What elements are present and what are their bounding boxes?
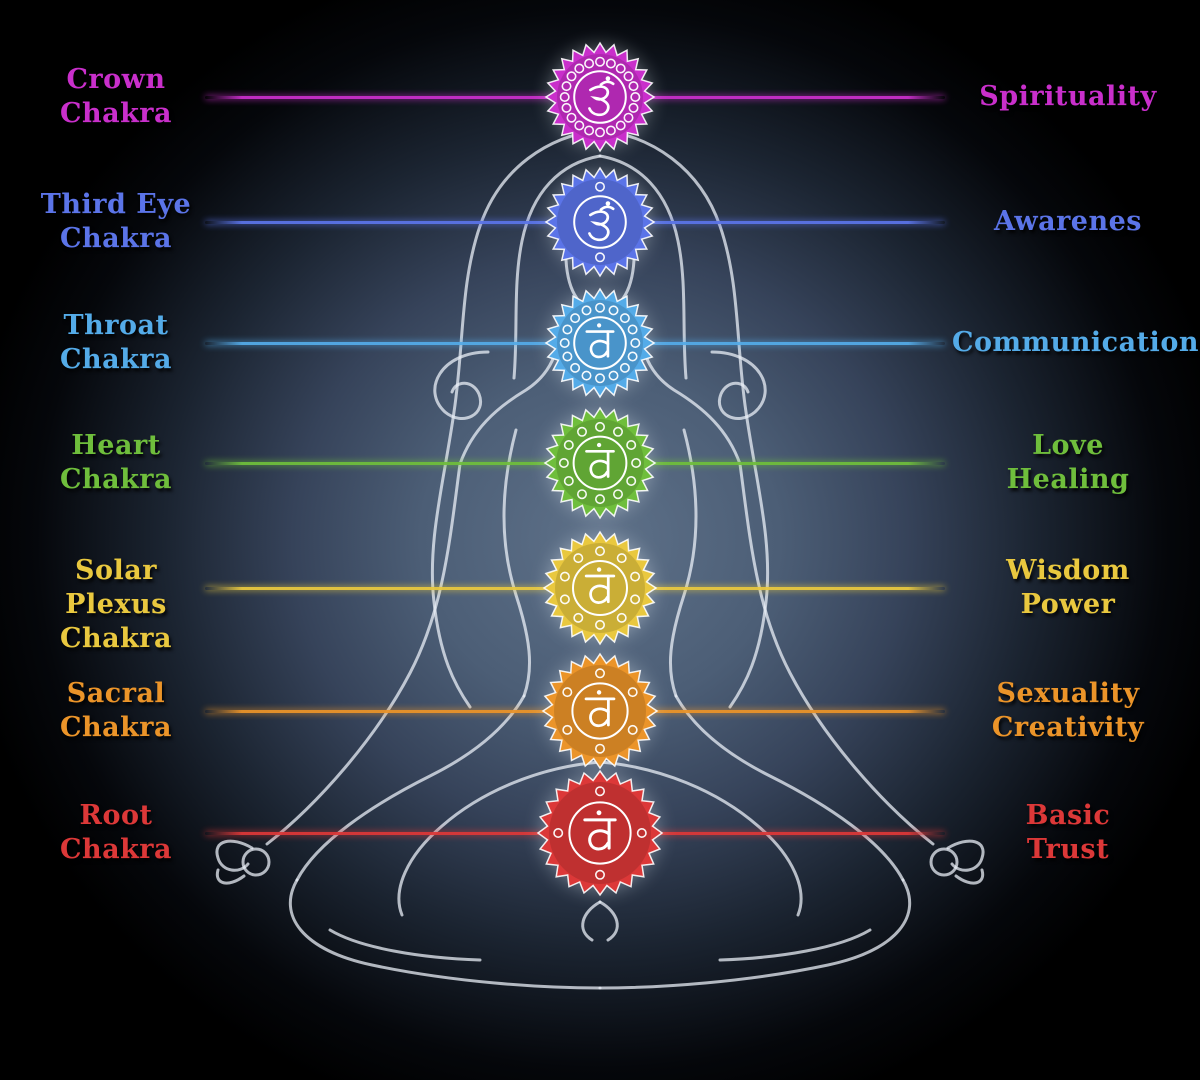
chakra-right-label: Spirituality	[952, 80, 1184, 114]
lower-leg-line	[288, 878, 602, 990]
label-line: Throat	[63, 310, 169, 341]
label-line: Chakra	[59, 223, 173, 254]
hair-inner-line	[512, 154, 602, 380]
label-line: Basic	[1025, 800, 1111, 831]
label-line: Chakra	[59, 712, 173, 743]
chakra-right-label: Awarenes	[952, 205, 1184, 239]
label-line: Heart	[71, 430, 161, 461]
label-line: Spirituality	[979, 81, 1157, 112]
chakra-icon-crown	[544, 41, 656, 153]
chakra-icon-heart	[543, 406, 657, 520]
chakra-icon-root	[536, 769, 664, 897]
label-line: Chakra	[59, 464, 173, 495]
chakra-icon-throat	[544, 287, 656, 399]
arm-line	[265, 462, 462, 846]
label-line: Creativity	[991, 712, 1145, 743]
label-line: Power	[1020, 589, 1116, 620]
label-line: Chakra	[59, 98, 173, 129]
chakra-icon-third-eye	[544, 166, 656, 278]
chakra-icon-solar-plexus	[542, 530, 658, 646]
label-line: Love	[1032, 430, 1104, 461]
torso-side-line	[502, 428, 532, 698]
label-line: Chakra	[59, 344, 173, 375]
hip-thigh-line	[295, 694, 526, 882]
label-line: Awarenes	[993, 206, 1142, 237]
hand-finger-line	[215, 839, 254, 872]
label-line: Healing	[1006, 464, 1130, 495]
label-line: Crown	[66, 64, 166, 95]
inner-thigh-line	[397, 760, 602, 917]
label-line: Communication	[952, 327, 1199, 358]
label-line: Chakra	[59, 834, 173, 865]
ankle-detail-line	[328, 928, 482, 962]
hair-outer-line	[430, 128, 602, 709]
chakra-right-label: Communication	[952, 326, 1199, 360]
label-line: Sacral	[66, 678, 166, 709]
label-line: Chakra	[59, 623, 173, 654]
label-line: Wisdom	[1006, 555, 1130, 586]
center-curl	[581, 900, 602, 942]
hand-mudra-circle	[241, 847, 271, 877]
label-line: Root	[79, 800, 153, 831]
label-line: Solar Plexus	[65, 555, 167, 620]
chakra-icon-sacral	[541, 652, 659, 770]
label-line: Trust	[1026, 834, 1110, 865]
hand-finger-line-2	[215, 868, 246, 885]
label-line: Sexuality	[996, 678, 1140, 709]
label-line: Third Eye	[40, 189, 192, 220]
shoulder-curl	[433, 350, 490, 420]
